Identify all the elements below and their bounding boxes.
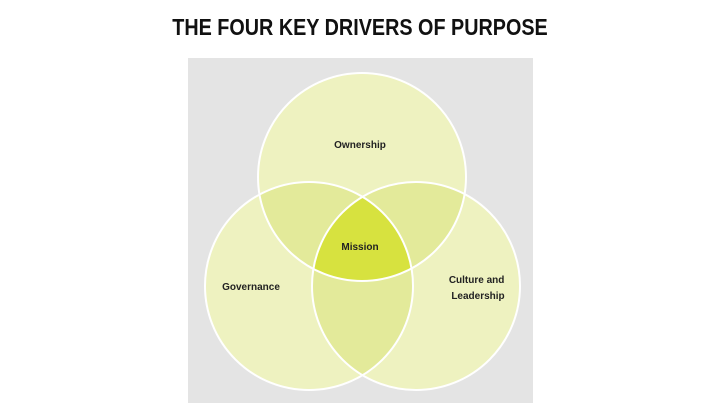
outline-culture-leadership [311,181,521,391]
outline-governance [204,181,414,391]
label-governance: Governance [222,282,280,293]
label-culture-line-1: Culture and [449,275,505,286]
outline-ownership [257,72,467,282]
label-mission: Mission [341,242,378,253]
label-culture-line-2: Leadership [451,291,504,302]
label-culture-leadership: Culture and Leadership [449,275,507,302]
label-ownership: Ownership [334,140,386,151]
overlap-mission-center [312,182,413,281]
venn-svg: Ownership Mission Governance Culture and… [188,58,533,403]
page-title: THE FOUR KEY DRIVERS OF PURPOSE [172,14,548,40]
venn-diagram: Ownership Mission Governance Culture and… [188,58,533,403]
